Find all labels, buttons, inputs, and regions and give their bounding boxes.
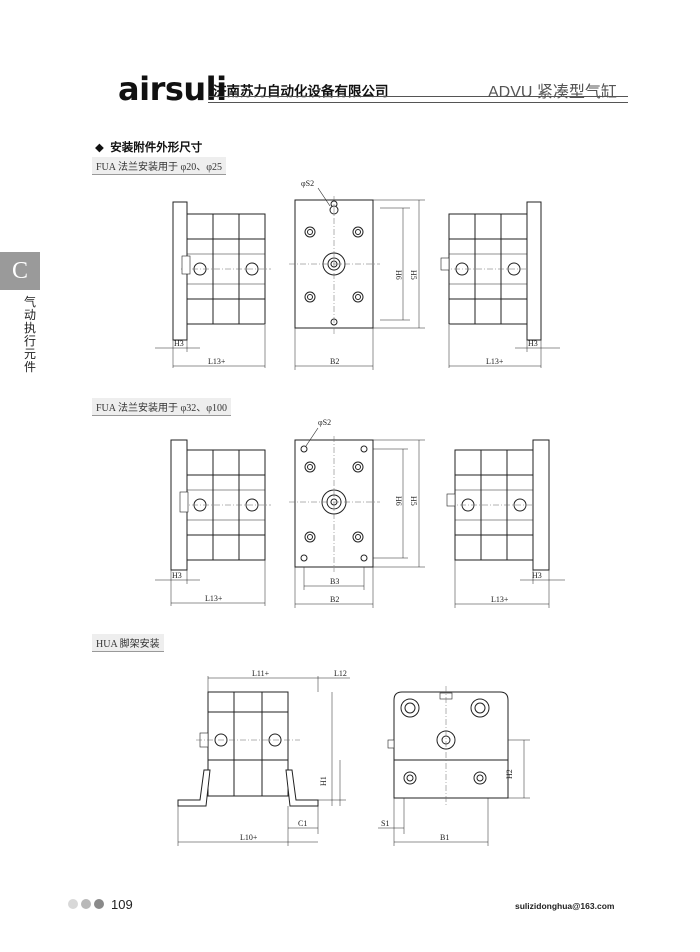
dim-h3: H3 xyxy=(528,339,538,348)
dim-b2: B2 xyxy=(330,595,339,604)
section-title: ◆ 安装附件外形尺寸 xyxy=(95,139,202,155)
dim-l13: L13+ xyxy=(208,357,226,366)
footer-dot-icon xyxy=(68,899,78,909)
dim-l10: L10+ xyxy=(240,833,258,842)
dim-h3: H3 xyxy=(532,571,542,580)
dim-h6: H6 xyxy=(394,270,403,280)
diamond-bullet-icon: ◆ xyxy=(95,142,104,154)
chapter-tab-char: 气 xyxy=(23,295,36,309)
row1-left-view: H3 L13+ xyxy=(155,201,272,368)
dim-s1: S1 xyxy=(381,819,389,828)
dim-l13: L13+ xyxy=(491,595,509,604)
row3-side-view: L10+ C1 L11+ L12 H1 xyxy=(177,669,350,846)
footer-dot-icon xyxy=(94,899,104,909)
dim-c1: C1 xyxy=(298,819,307,828)
group-label-hua: HUA 脚架安装 xyxy=(92,634,164,652)
footer-dot-icon xyxy=(81,899,91,909)
row2-front-view: φS2 H6 H5 B3 B2 xyxy=(289,418,425,608)
dim-l13: L13+ xyxy=(486,357,504,366)
dim-b1: B1 xyxy=(440,833,449,842)
dim-l11: L11+ xyxy=(252,669,270,678)
dim-h2: H2 xyxy=(505,769,514,779)
footer-email: sulizidonghua@163.com xyxy=(515,901,615,911)
page-number: 109 xyxy=(111,897,133,912)
group-label-fua-small: FUA 法兰安装用于 φ20、φ25 xyxy=(92,157,226,175)
dim-b3: B3 xyxy=(330,577,339,586)
dim-l13: L13+ xyxy=(205,594,223,603)
dim-h1: H1 xyxy=(319,776,328,786)
dim-h5: H5 xyxy=(409,496,418,506)
chapter-tab-text: 气 动 执 行 元 件 xyxy=(22,296,38,374)
chapter-tab-char: 动 xyxy=(23,308,36,322)
dim-s2: φS2 xyxy=(301,179,314,188)
group-label-fua-large: FUA 法兰安装用于 φ32、φ100 xyxy=(92,398,231,416)
dim-h3: H3 xyxy=(174,339,184,348)
chapter-tab-char: 执 xyxy=(23,321,36,335)
section-title-text: 安装附件外形尺寸 xyxy=(110,142,203,154)
dim-h3: H3 xyxy=(172,571,182,580)
row1-right-view: H3 L13+ xyxy=(440,201,560,368)
dim-s2: φS2 xyxy=(318,418,331,427)
chapter-tab-char: 件 xyxy=(23,360,36,374)
dim-b2: B2 xyxy=(330,357,339,366)
chapter-tab-char: 行 xyxy=(23,334,36,348)
dim-h5: H5 xyxy=(409,270,418,280)
chapter-tab: C xyxy=(0,252,40,290)
row1-front-view: φS2 H6 H5 B2 xyxy=(289,179,425,370)
chapter-tab-char: 元 xyxy=(23,347,36,361)
header-rule xyxy=(208,96,628,103)
brand-logo: airsuli xyxy=(118,70,227,108)
row2-left-view: H3 L13+ xyxy=(155,439,272,606)
row3-front-view: H2 S1 B1 xyxy=(378,686,530,846)
dim-h6: H6 xyxy=(394,496,403,506)
dim-l12: L12 xyxy=(334,669,347,678)
row2-right-view: H3 L13+ xyxy=(446,439,565,608)
company-name: 济南苏力自动化设备有限公司 xyxy=(213,84,389,99)
